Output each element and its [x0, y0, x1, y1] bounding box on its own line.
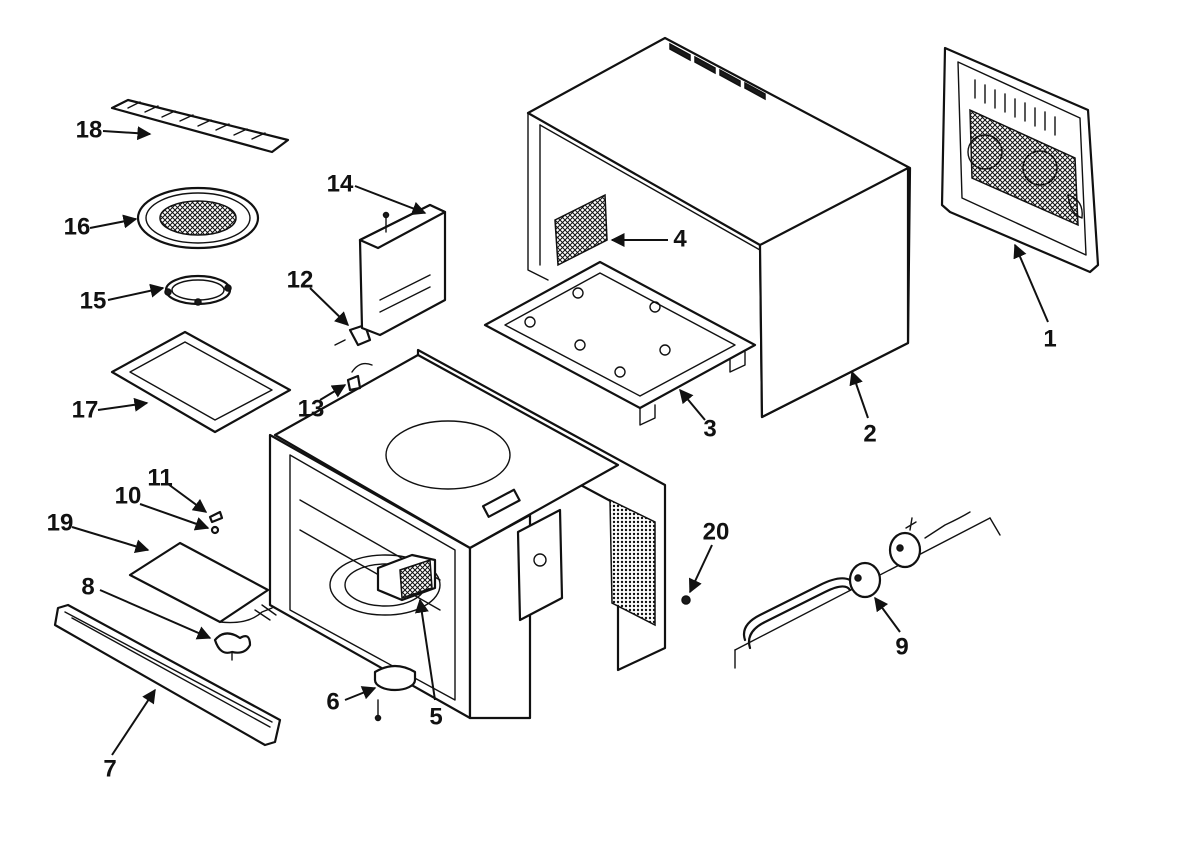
callout-15: 15	[80, 287, 107, 314]
part-bottom-plate	[483, 260, 757, 426]
callout-18: 18	[76, 116, 103, 143]
part-tray	[110, 330, 292, 434]
callout-17: 17	[72, 396, 99, 423]
part-glass-tray	[136, 186, 260, 250]
part-grommet	[681, 595, 691, 605]
leader-lines	[71, 126, 1049, 756]
part-turntable-ring	[164, 274, 232, 306]
part-rear-panel	[940, 46, 1100, 274]
callout-5: 5	[429, 703, 442, 730]
callout-14: 14	[327, 170, 354, 197]
part-switch	[346, 362, 373, 392]
callout-3: 3	[703, 415, 716, 442]
callout-20: 20	[703, 518, 730, 545]
callout-12: 12	[287, 266, 314, 293]
part-front-trim	[53, 603, 282, 747]
callout-10: 10	[115, 482, 142, 509]
callout-6: 6	[326, 688, 339, 715]
callout-7: 7	[103, 755, 116, 782]
part-heater-element	[734, 511, 1001, 669]
part-heater-plate	[128, 541, 277, 624]
callout-9: 9	[895, 633, 908, 660]
part-clip-11	[208, 510, 224, 524]
callout-16: 16	[64, 213, 91, 240]
callout-1: 1	[1043, 325, 1056, 352]
part-turntable-motor	[373, 664, 417, 722]
callout-11: 11	[147, 464, 172, 491]
part-outer-cabinet	[526, 36, 912, 419]
callout-13: 13	[298, 395, 325, 422]
part-rack	[110, 98, 290, 154]
part-coupler	[213, 632, 252, 661]
part-bracket	[358, 203, 447, 337]
callout-4: 4	[673, 225, 687, 252]
callout-8: 8	[81, 573, 94, 600]
callout-19: 19	[47, 509, 74, 536]
part-oven-cavity	[268, 348, 667, 720]
callout-labels: 1 2 3 4 5 6 7 8 9 10 11 12 13 14 15 16 1…	[47, 116, 1057, 782]
part-screw-10	[210, 525, 220, 535]
callout-2: 2	[863, 420, 876, 447]
